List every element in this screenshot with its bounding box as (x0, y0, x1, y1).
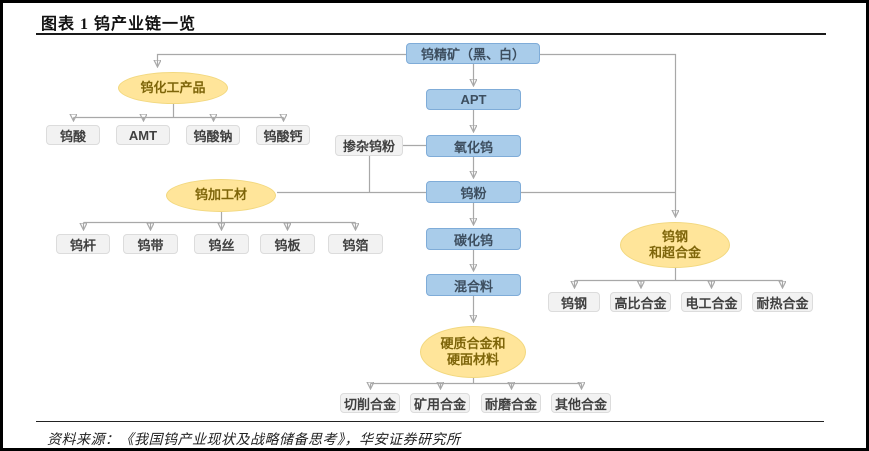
node-other-alloy: 其他合金 (551, 393, 611, 413)
node-chemical-products: 钨化工产品 (118, 72, 228, 104)
node-tungsten-plate: 钨板 (260, 234, 315, 254)
node-high-density-alloy: 高比合金 (610, 292, 671, 312)
node-hard-alloy-materials-line2: 硬面材料 (446, 352, 499, 367)
node-hard-alloy-materials: 硬质合金和 硬面材料 (420, 326, 526, 378)
title-underline (36, 33, 826, 35)
node-tungsten-carbide: 碳化钨 (426, 228, 521, 250)
node-wear-resistant-alloy: 耐磨合金 (481, 393, 541, 413)
node-tungsten-wire: 钨丝 (194, 234, 249, 254)
node-tungsten-powder: 钨粉 (426, 181, 521, 203)
figure-source: 资料来源：《我国钨产业现状及战略储备思考》，华安证券研究所 (47, 433, 461, 448)
node-calcium-tungstate: 钨酸钙 (256, 125, 310, 145)
connector-lines (3, 53, 869, 451)
node-tungsten-steel: 钨钢 (548, 292, 600, 312)
node-tungsten-steel-superalloy: 钨钢 和超合金 (620, 222, 730, 268)
node-tungsten-foil: 钨箔 (328, 234, 383, 254)
node-tungsten-rod: 钨杆 (56, 234, 110, 254)
node-tungsten-strip: 钨带 (123, 234, 178, 254)
node-tungsten-steel-superalloy-line1: 钨钢 (661, 228, 688, 244)
node-tungstic-acid: 钨酸 (46, 125, 100, 145)
node-amt: AMT (116, 125, 170, 145)
node-electrical-alloy: 电工合金 (681, 292, 742, 312)
node-cutting-alloy: 切削合金 (340, 393, 400, 413)
footer-divider (36, 421, 824, 422)
node-tungsten-concentrate: 钨精矿（黑、白） (406, 43, 540, 64)
node-tungsten-oxide: 氧化钨 (426, 135, 521, 157)
node-tungsten-steel-superalloy-line2: 和超合金 (648, 245, 701, 260)
node-sodium-tungstate: 钨酸钠 (186, 125, 240, 145)
node-mixture: 混合料 (426, 274, 521, 296)
node-apt: APT (426, 89, 521, 110)
node-processing-materials: 钨加工材 (166, 179, 276, 212)
node-doped-tungsten-powder: 掺杂钨粉 (335, 135, 403, 156)
figure-title: 图表 1 钨产业链一览 (41, 16, 197, 33)
node-mining-alloy: 矿用合金 (410, 393, 470, 413)
node-hard-alloy-materials-line1: 硬质合金和 (440, 335, 506, 351)
node-heat-resistant-alloy: 耐热合金 (752, 292, 813, 312)
